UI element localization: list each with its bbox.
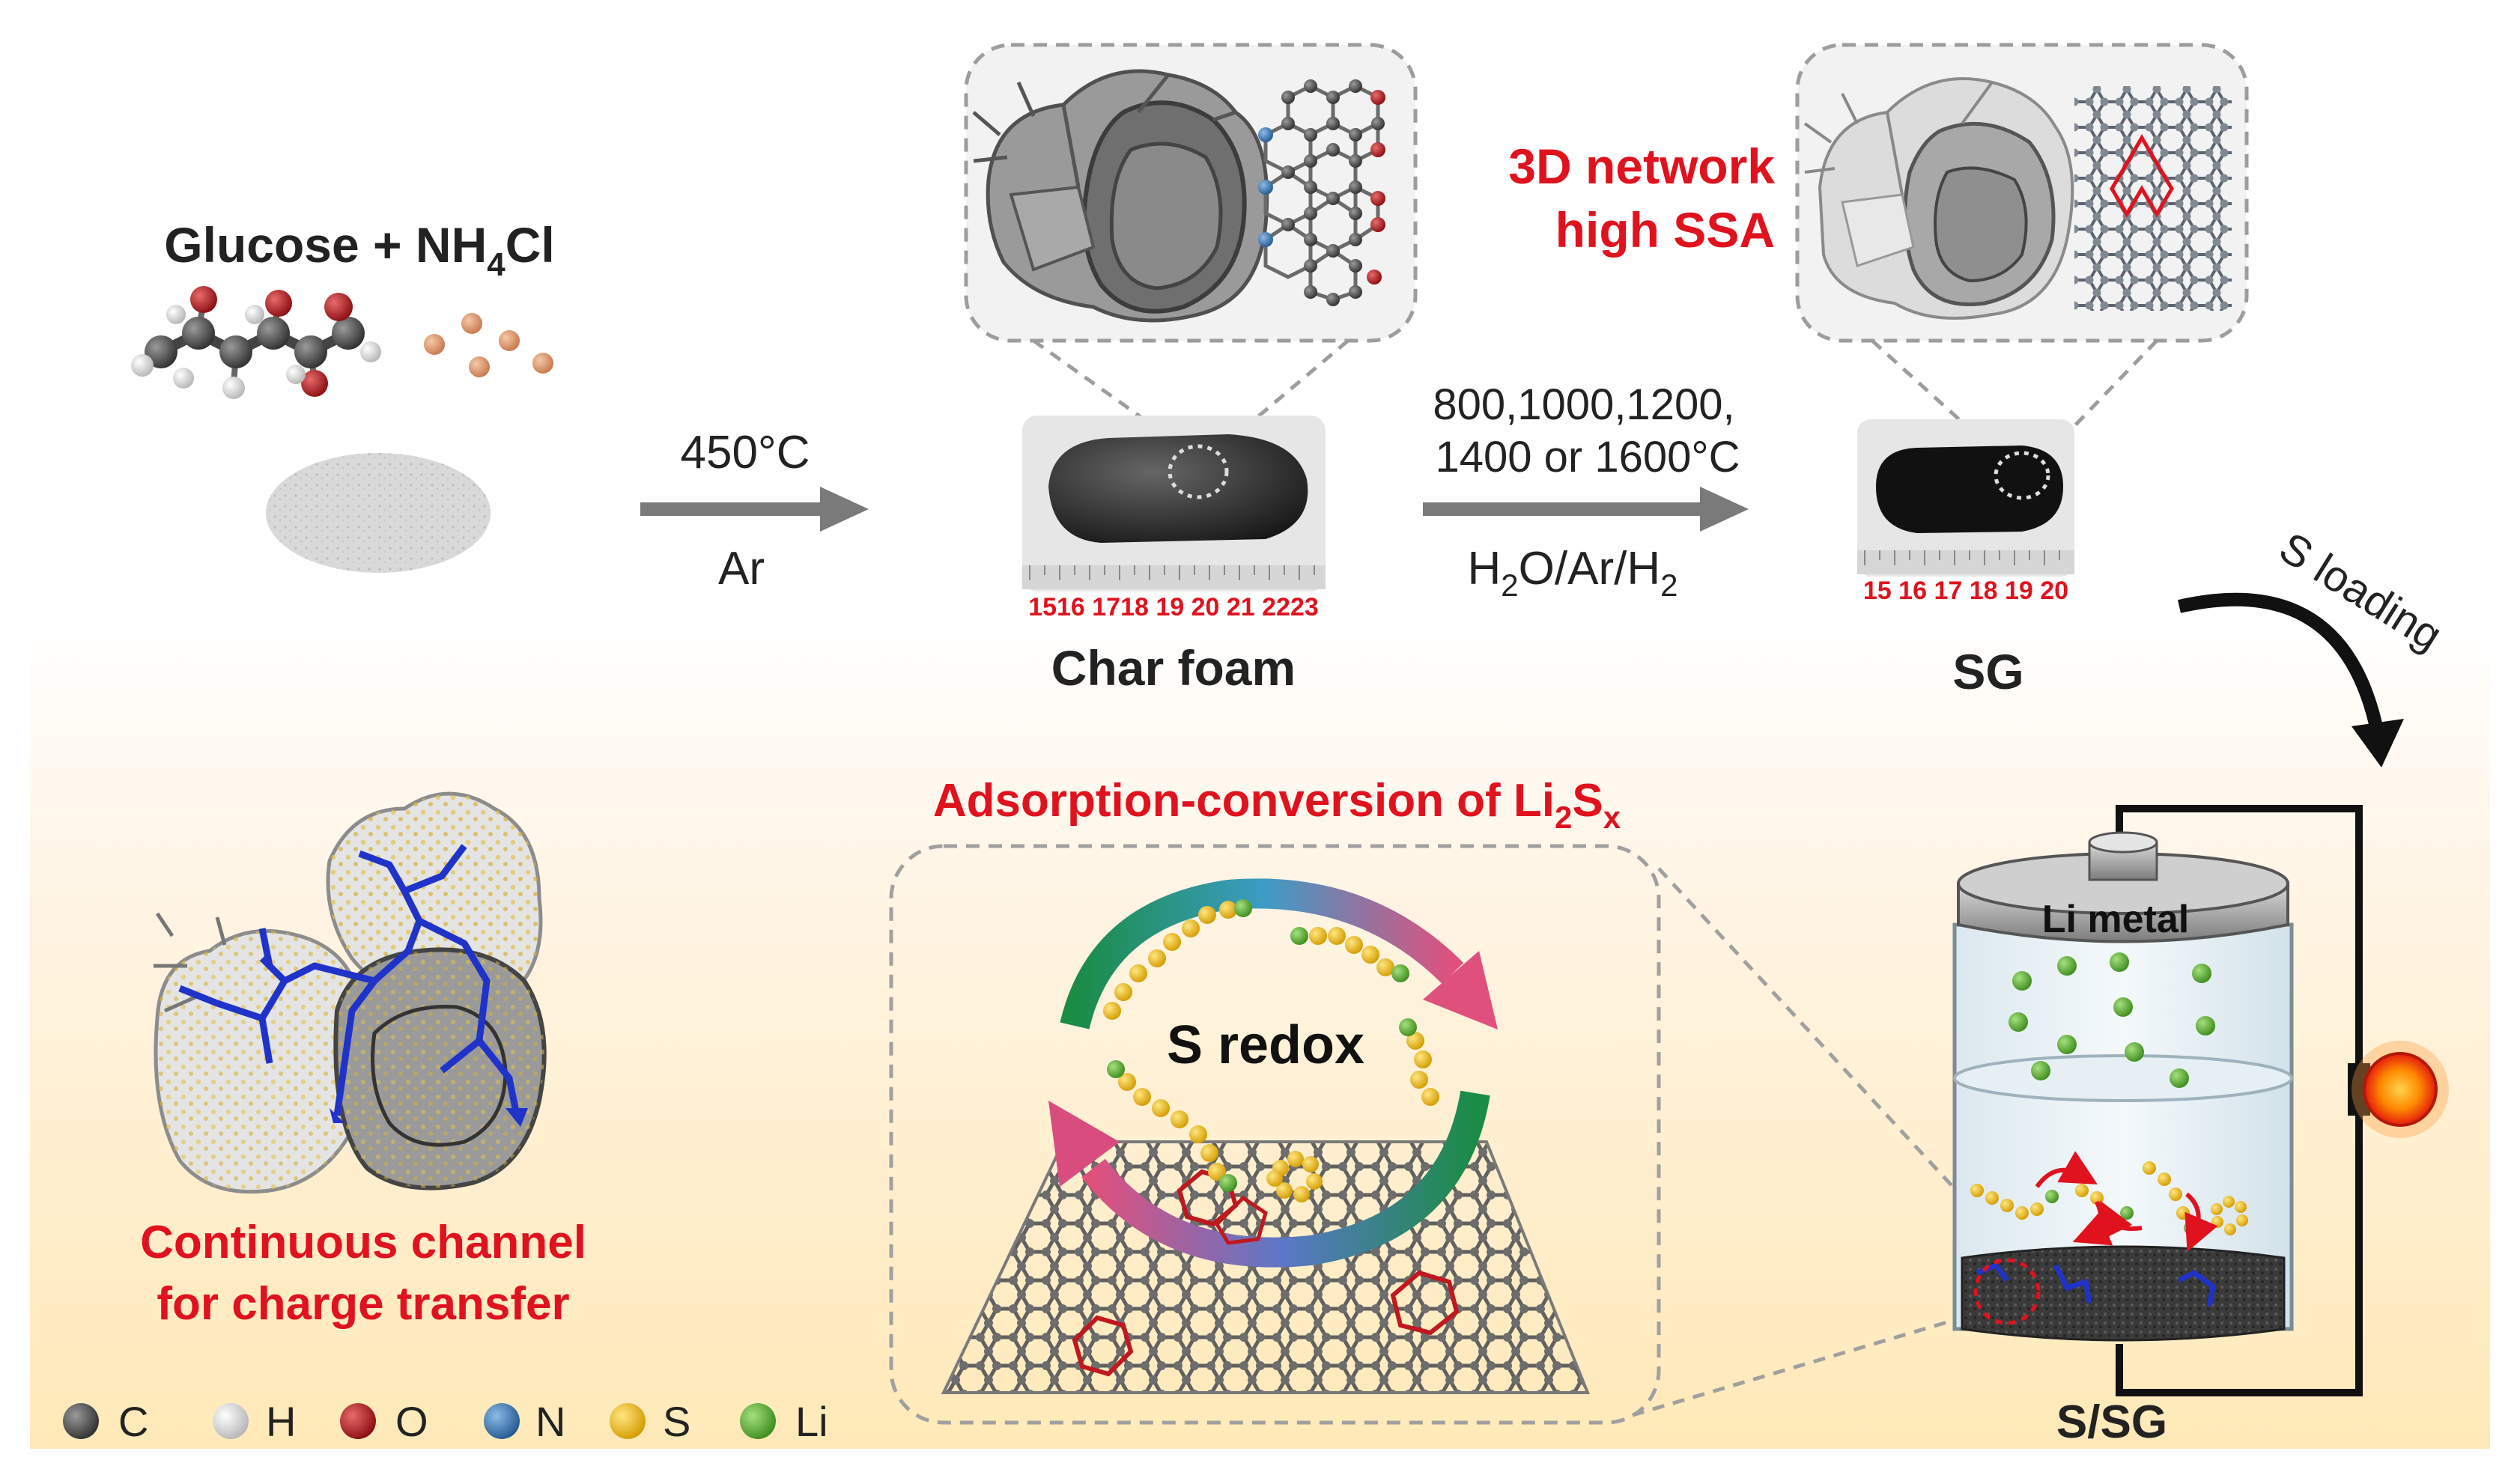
char-foam-ruler-numbers: 1516 1718 19 20 21 2223 [1028, 593, 1319, 621]
channel-label-line2: for charge transfer [157, 1278, 569, 1330]
adsorption-zoom-lines [1632, 867, 1979, 1417]
sg-cell-structure [1803, 77, 2074, 320]
legend-item-li: Li [740, 1398, 828, 1445]
svg-text:O: O [395, 1398, 428, 1445]
step2-temperatures-line1: 800,1000,1200, [1433, 380, 1734, 429]
legend-item-n: N [484, 1398, 565, 1445]
precursor-powder [266, 453, 491, 573]
svg-text:H: H [266, 1398, 296, 1445]
char-foam-doped-lattice [1258, 79, 1385, 306]
glucose-label: Glucose + NH4Cl [164, 217, 554, 283]
glucose-molecule [131, 286, 381, 399]
svg-text:Li: Li [795, 1398, 828, 1445]
atom-legend: C H O N S Li [63, 1398, 828, 1445]
lithium-atoms-redox [1107, 899, 1417, 1192]
continuous-channel-structure [154, 791, 547, 1194]
step2-arrow [1423, 487, 1749, 532]
legend-item-c: C [63, 1398, 148, 1445]
step1-arrow [640, 487, 869, 532]
char-foam-cell-structure [972, 69, 1269, 323]
char-foam-photo [1022, 416, 1326, 592]
step2-gas: H2O/Ar/H2 [1468, 543, 1678, 603]
svg-text:S: S [663, 1398, 690, 1445]
sg-label: SG [1952, 644, 2023, 699]
channel-label-line1: Continuous channel [140, 1217, 586, 1268]
redox-cycle-arrows [1048, 878, 1498, 1268]
step1-gas: Ar [718, 543, 765, 594]
svg-text:C: C [118, 1398, 148, 1445]
adsorption-title: Adsorption-conversion of Li2Sx [933, 775, 1621, 835]
sg-graphene-lattice [2074, 86, 2232, 311]
network-label-line2: high SSA [1555, 202, 1775, 258]
ssg-label: S/SG [2056, 1396, 2167, 1448]
sg-ruler-numbers: 15 16 17 18 19 20 [1863, 577, 2068, 605]
char-foam-label: Char foam [1051, 640, 1296, 696]
s-redox-label: S redox [1167, 1015, 1364, 1075]
adsorption-zoom-box [889, 844, 1661, 1425]
nh4cl-particles [424, 313, 553, 377]
svg-text:N: N [535, 1398, 565, 1445]
legend-item-s: S [610, 1398, 690, 1445]
legend-item-h: H [213, 1398, 296, 1445]
li-metal-label: Li metal [2042, 898, 2190, 941]
step1-temperature: 450°C [680, 427, 810, 478]
network-label-line1: 3D network [1508, 139, 1775, 194]
step2-temperatures-line2: 1400 or 1600°C [1436, 433, 1740, 481]
polysulfide-chains [1103, 901, 1439, 1202]
s-loading-arrow [2178, 592, 2404, 767]
legend-item-o: O [340, 1398, 428, 1445]
battery-cell [1952, 805, 2449, 1396]
sg-photo [1857, 419, 2074, 577]
adsorption-site-marker [1214, 1195, 1268, 1245]
